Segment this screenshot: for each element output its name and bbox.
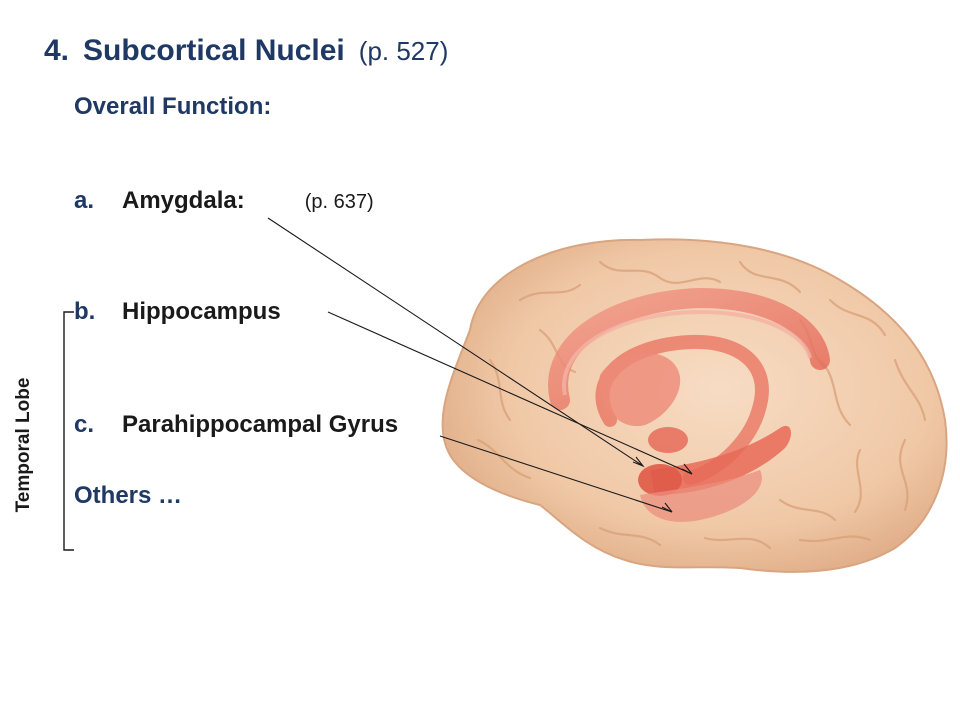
amygdala-shape bbox=[638, 464, 682, 496]
item-letter: a. bbox=[74, 187, 95, 214]
item-parahippocampal-gyrus: c. Parahippocampal Gyrus bbox=[74, 411, 398, 439]
item-label: Amygdala bbox=[122, 187, 237, 214]
title-page-ref: (p. 527) bbox=[358, 36, 449, 66]
item-label: Parahippocampal Gyrus bbox=[122, 411, 399, 438]
item-page-ref: (p. 637) bbox=[304, 191, 374, 213]
pointer-parahippocampal bbox=[439, 435, 673, 513]
item-hippocampus: b. Hippocampus bbox=[74, 298, 281, 326]
thalamus-region bbox=[599, 352, 681, 427]
temporal-lobe-bracket bbox=[63, 311, 74, 551]
title-text: Subcortical Nuclei bbox=[83, 34, 345, 67]
brain-cerebrum bbox=[441, 238, 948, 573]
hippocampus-shape bbox=[650, 425, 792, 495]
pointer-lines bbox=[267, 217, 693, 513]
others-text: Others … bbox=[74, 482, 183, 509]
overall-function-heading: Overall Function: bbox=[74, 93, 272, 120]
slide-title: 4. Subcortical Nuclei (p. 527) bbox=[44, 34, 448, 68]
section-number: 4. bbox=[44, 34, 70, 67]
temporal-lobe-label: Temporal Lobe bbox=[13, 377, 34, 513]
parahippocampal-shape bbox=[640, 470, 762, 522]
item-label: Hippocampus bbox=[122, 298, 281, 325]
item-letter: c. bbox=[74, 411, 95, 438]
item-amygdala: a. Amygdala: (p. 637) bbox=[74, 187, 374, 215]
limbic-structures bbox=[548, 287, 830, 522]
item-suffix: : bbox=[236, 187, 245, 214]
pointer-hippocampus bbox=[327, 311, 693, 475]
item-letter: b. bbox=[74, 298, 96, 325]
cingulate-arc bbox=[548, 287, 830, 410]
